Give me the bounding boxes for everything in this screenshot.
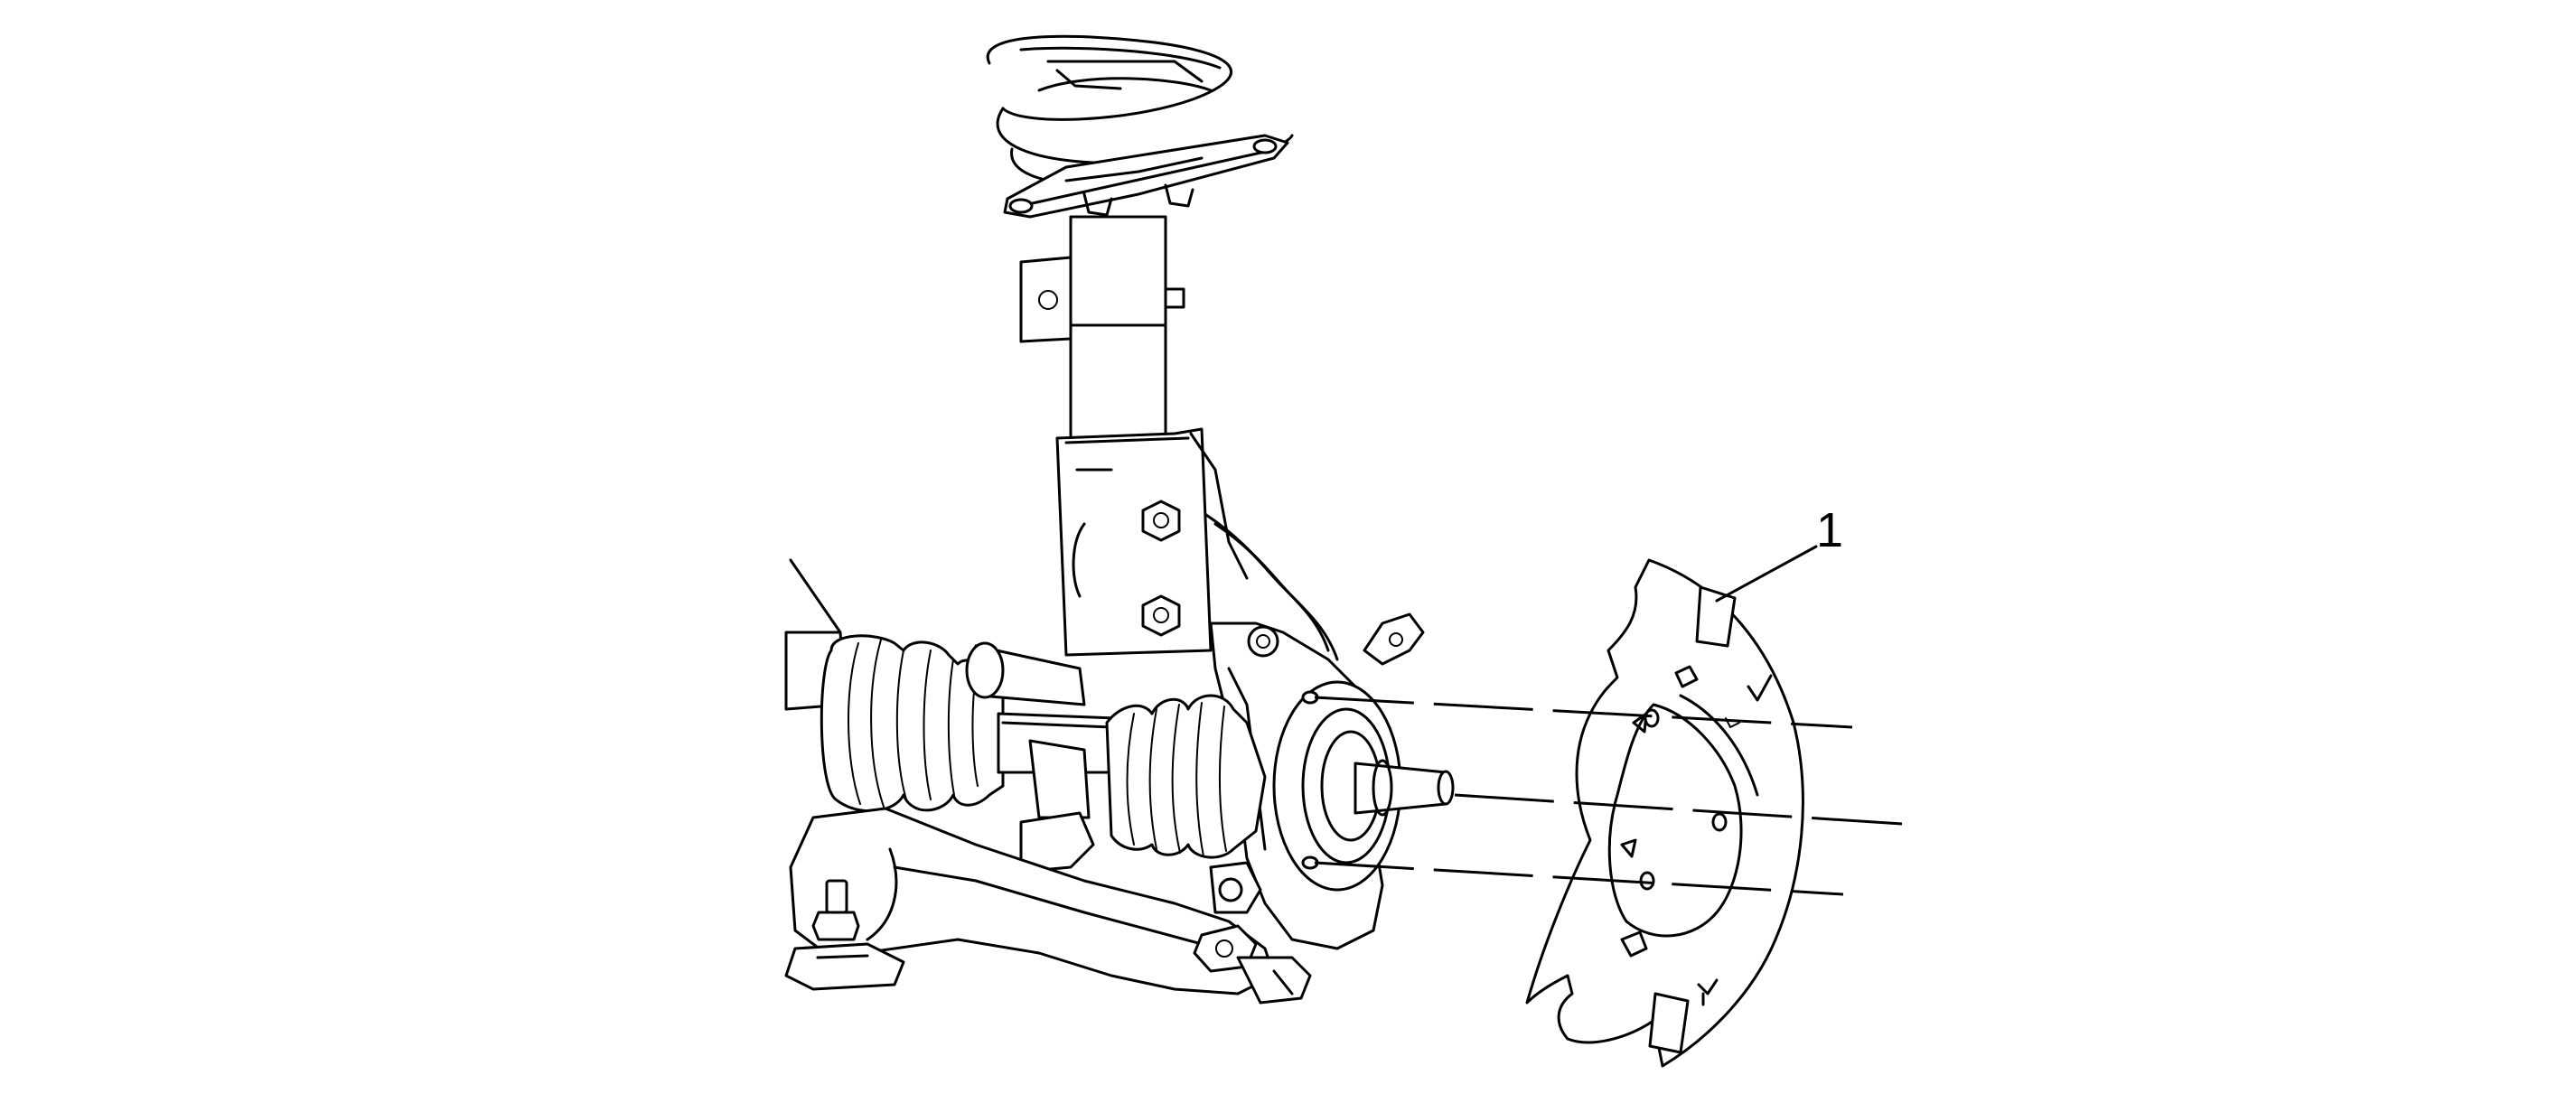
strut-bolt-upper bbox=[1141, 500, 1181, 542]
callout-1-label: 1 bbox=[1816, 503, 1843, 557]
drive-axle bbox=[784, 558, 1267, 859]
alignment-lines bbox=[1314, 696, 1903, 896]
strut-body bbox=[1019, 215, 1249, 657]
steering-knuckle bbox=[1209, 622, 1455, 950]
strut-bolt-lower bbox=[1141, 594, 1181, 637]
callout-1: 1 bbox=[1715, 503, 1843, 603]
brake-splash-shield bbox=[1525, 558, 1804, 1068]
lower-control-arm bbox=[784, 807, 1312, 1005]
stabilizer-link bbox=[965, 641, 1095, 874]
strut-upper-mount bbox=[1003, 134, 1289, 219]
brake-hose bbox=[1204, 513, 1425, 666]
